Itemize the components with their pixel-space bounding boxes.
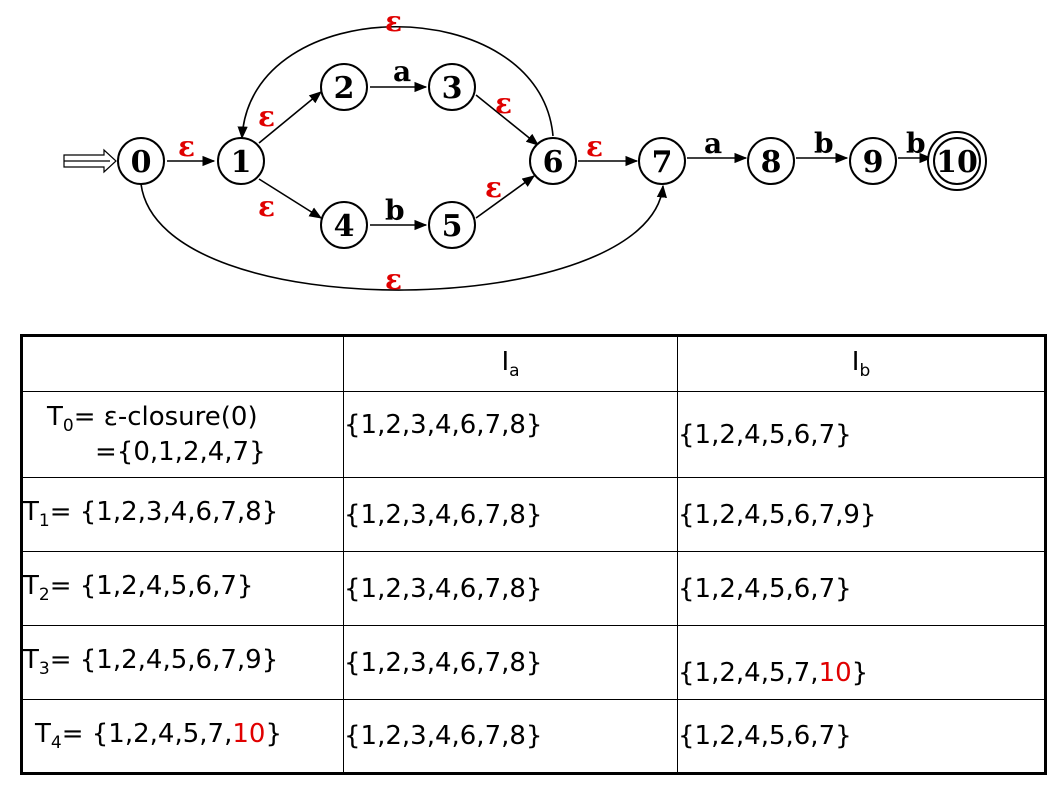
svg-text:6: 6: [543, 145, 564, 180]
header-ib: Ib: [677, 335, 1046, 392]
table-row: T0= ε-closure(0) ={0,1,2,4,7} {1,2,3,4,6…: [21, 391, 1046, 478]
svg-text:8: 8: [761, 145, 782, 180]
svg-text:5: 5: [442, 209, 463, 244]
node-9: 9: [849, 137, 897, 185]
ia-cell-t1: {1,2,3,4,6,7,8}: [343, 477, 678, 552]
edge-label-3-6: ε: [495, 87, 512, 120]
edge-1-4: [258, 178, 323, 219]
state-cell-t3: T3= {1,2,4,5,6,7,9}: [21, 625, 344, 700]
edge-label-6-7: ε: [586, 130, 603, 163]
edge-label-0-1: ε: [178, 130, 195, 163]
nfa-diagram: ε ε ε a b ε ε ε ε ε a b b 0 1 2 3 4 5 6 …: [63, 5, 987, 296]
table-row: T3= {1,2,4,5,6,7,9} {1,2,3,4,6,7,8} {1,2…: [21, 625, 1046, 700]
edge-0-7: [140, 183, 667, 291]
edge-label-9-10: b: [906, 127, 926, 160]
node-0: 0: [117, 137, 165, 185]
state-cell-t4: T4= {1,2,4,5,7,10}: [21, 699, 344, 774]
ia-cell-t2: {1,2,3,4,6,7,8}: [343, 551, 678, 626]
edge-6-1: [237, 26, 554, 140]
state-cell-t1: T1= {1,2,3,4,6,7,8}: [21, 477, 344, 552]
node-2: 2: [320, 63, 368, 111]
ia-cell-t3: {1,2,3,4,6,7,8}: [343, 625, 678, 700]
header-state-column: [21, 335, 344, 392]
svg-text:7: 7: [652, 145, 673, 180]
ib-cell-t2: {1,2,4,5,6,7}: [677, 551, 1046, 626]
svg-text:4: 4: [334, 209, 355, 244]
state-cell-t0: T0= ε-closure(0) ={0,1,2,4,7}: [21, 391, 344, 478]
edge-label-2-3: a: [393, 55, 411, 88]
edge-label-6-1: ε: [385, 5, 402, 38]
table-row: T2= {1,2,4,5,6,7} {1,2,3,4,6,7,8} {1,2,4…: [21, 551, 1046, 626]
edge-label-0-7: ε: [385, 263, 402, 296]
transition-table: Ia Ib T0= ε-closure(0) ={0,1,2,4,7} {1,2…: [20, 334, 1047, 775]
highlight-final-state: 10: [818, 657, 852, 688]
edge-label-1-4: ε: [258, 190, 275, 223]
node-7: 7: [638, 137, 686, 185]
edge-5-6: [475, 175, 536, 219]
node-8: 8: [747, 137, 795, 185]
edge-label-7-8: a: [704, 127, 722, 160]
edge-3-6: [475, 94, 539, 146]
node-5: 5: [428, 201, 476, 249]
highlight-final-state: 10: [232, 718, 266, 749]
ib-cell-t0: {1,2,4,5,6,7}: [677, 391, 1046, 478]
table-header-row: Ia Ib: [21, 335, 1046, 392]
svg-text:9: 9: [863, 145, 884, 180]
state-cell-t2: T2= {1,2,4,5,6,7}: [21, 551, 344, 626]
ib-cell-t1: {1,2,4,5,6,7,9}: [677, 477, 1046, 552]
node-3: 3: [428, 63, 476, 111]
svg-text:0: 0: [131, 145, 152, 180]
edge-label-8-9: b: [814, 127, 834, 160]
svg-text:1: 1: [231, 145, 252, 180]
table-row: T4= {1,2,4,5,7,10} {1,2,3,4,6,7,8} {1,2,…: [21, 699, 1046, 774]
node-4: 4: [320, 201, 368, 249]
ia-cell-t0: {1,2,3,4,6,7,8}: [343, 391, 678, 478]
ib-cell-t4: {1,2,4,5,6,7}: [677, 699, 1046, 774]
node-1: 1: [217, 137, 265, 185]
start-arrow-icon: [63, 148, 117, 174]
svg-text:3: 3: [442, 71, 463, 106]
svg-text:2: 2: [334, 71, 355, 106]
node-10-accepting: 10: [927, 131, 987, 191]
edge-1-2: [258, 91, 322, 144]
edge-label-4-5: b: [385, 194, 405, 227]
header-ia: Ia: [343, 335, 678, 392]
transition-table-wrapper: Ia Ib T0= ε-closure(0) ={0,1,2,4,7} {1,2…: [20, 334, 1047, 775]
ia-cell-t4: {1,2,3,4,6,7,8}: [343, 699, 678, 774]
edge-label-1-2: ε: [258, 100, 275, 133]
edge-label-5-6: ε: [485, 171, 502, 204]
table-row: T1= {1,2,3,4,6,7,8} {1,2,3,4,6,7,8} {1,2…: [21, 477, 1046, 552]
ib-cell-t3: {1,2,4,5,7,10}: [677, 625, 1046, 700]
node-6: 6: [529, 137, 577, 185]
svg-text:10: 10: [936, 145, 978, 180]
